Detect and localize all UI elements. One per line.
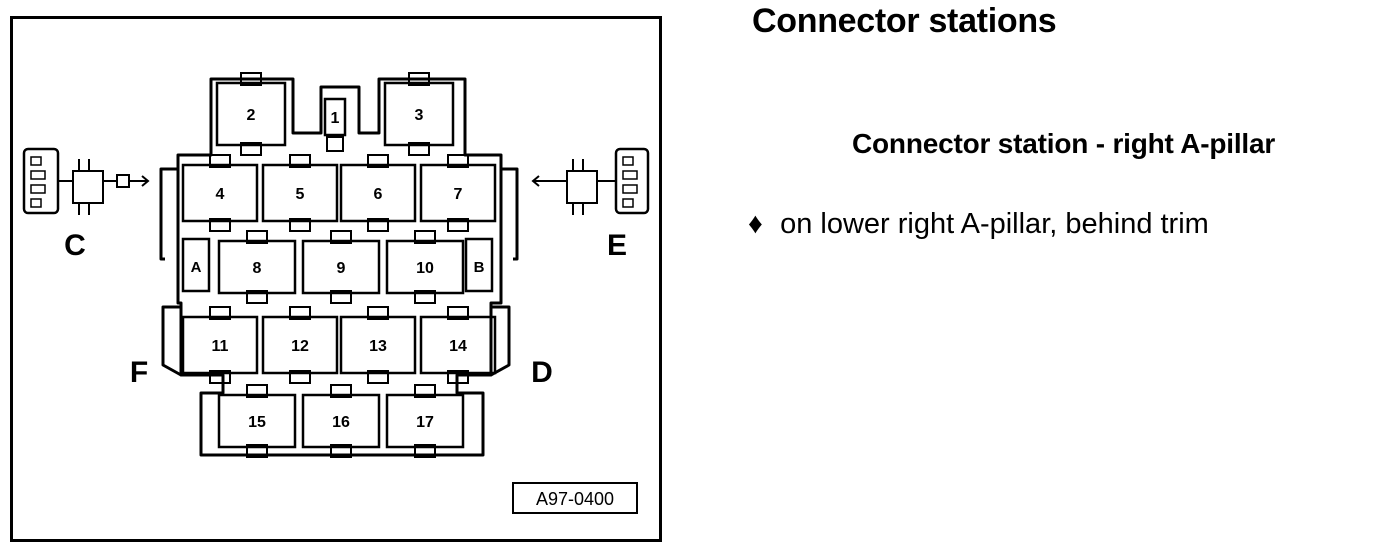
latch-tab [240,142,262,156]
latch-tab [414,384,436,398]
latch-tab [330,290,352,304]
latch-tab [289,218,311,232]
latch-tab [447,306,469,320]
connector-label-13: 13 [369,338,387,355]
latch-tab [367,218,389,232]
location-text: on lower right A-pillar, behind trim [780,208,1209,240]
connector-label-10: 10 [416,260,434,277]
latch-tab [408,142,430,156]
connector-e-plug [531,147,650,215]
bullet-diamond-icon: ♦ [748,208,763,240]
connector-label-14: 14 [449,338,467,355]
latch-tab [246,384,268,398]
connector-slot-3 [383,81,455,147]
connector-slot-17 [385,393,465,449]
relay-label-b: B [474,259,485,276]
relay-label-a: A [191,259,202,276]
latch-tab [414,290,436,304]
connector-slot-15 [217,393,297,449]
latch-tab [330,230,352,244]
connector-slot-8 [217,239,297,295]
latch-tab [209,154,231,168]
latch-tab [447,154,469,168]
latch-tab [367,370,389,384]
connector-slot-9 [301,239,381,295]
latch-tab [209,306,231,320]
connector-slot-16 [301,393,381,449]
left-flange [159,167,178,261]
connector-label-9: 9 [337,260,346,277]
latch-tab [326,136,344,152]
station-label-f: F [130,356,148,389]
section-heading: Connector station - right A-pillar [852,128,1276,159]
latch-tab [246,230,268,244]
connector-label-5: 5 [296,186,305,203]
connector-label-7: 7 [454,186,463,203]
station-label-e: E [607,229,627,262]
left-lower-flange [161,305,182,377]
figure-id: A97-0400 [536,489,614,509]
housing-body [176,77,503,457]
latch-tab [240,72,262,86]
latch-tab [246,290,268,304]
location-bullet: ♦ on lower right A-pillar, behind trim [748,208,1209,241]
connector-slot-10 [385,239,465,295]
connector-slot-7 [419,163,497,223]
latch-tab [408,72,430,86]
connector-slot-12 [261,315,339,375]
connector-slot-13 [339,315,417,375]
connector-label-3: 3 [415,107,424,124]
connector-label-12: 12 [291,338,309,355]
connector-slot-1 [323,97,347,137]
latch-tab [330,384,352,398]
connector-label-16: 16 [332,414,350,431]
connector-slot-4 [181,163,259,223]
latch-tab [447,370,469,384]
latch-tab [330,444,352,458]
latch-tab [289,306,311,320]
connector-label-17: 17 [416,414,434,431]
relay-slot-a [181,237,211,293]
connector-label-8: 8 [253,260,262,277]
latch-tab [246,444,268,458]
connector-slot-2 [215,81,287,147]
latch-tab [414,230,436,244]
latch-tab [289,154,311,168]
connector-slot-11 [181,315,259,375]
latch-tab [367,154,389,168]
connector-label-2: 2 [247,107,256,124]
connector-c-plug [22,147,150,215]
figure-id-box [512,482,638,514]
right-lower-flange [490,305,511,377]
latch-tab [289,370,311,384]
connector-label-15: 15 [248,414,266,431]
connector-label-4: 4 [216,186,225,203]
connector-slot-14 [419,315,497,375]
latch-tab [209,218,231,232]
connector-label-11: 11 [212,338,229,355]
right-flange [501,167,519,261]
connector-label-6: 6 [374,186,383,203]
relay-slot-b [464,237,494,293]
station-label-d: D [531,356,553,389]
latch-tab [209,370,231,384]
latch-tab [447,218,469,232]
connector-label-1: 1 [331,110,340,127]
latch-tab [367,306,389,320]
page-title: Connector stations [752,2,1057,40]
latch-tab [414,444,436,458]
station-label-c: C [64,229,86,262]
connector-slot-6 [339,163,417,223]
connector-slot-5 [261,163,339,223]
